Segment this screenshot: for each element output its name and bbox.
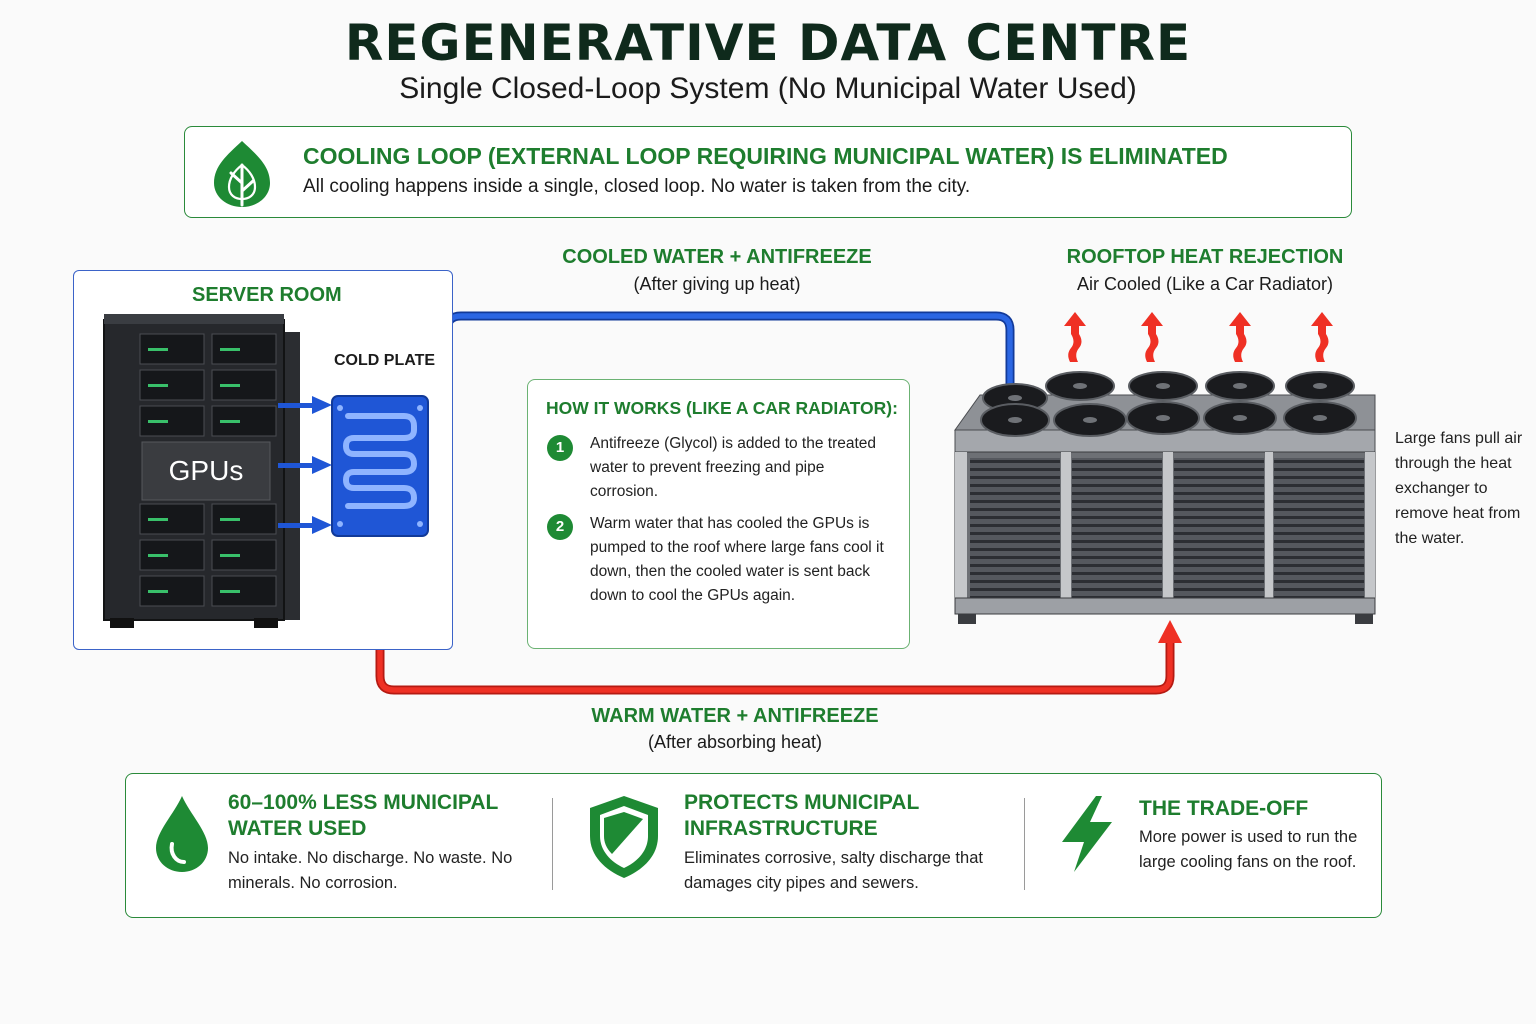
lightning-icon: [1062, 796, 1112, 872]
cold-plate-label: COLD PLATE: [334, 352, 436, 369]
step-1-text: Antifreeze (Glycol) is added to the trea…: [590, 435, 877, 500]
warm-pipe-arrowhead: [1158, 620, 1182, 643]
cool-loop-sublabel: (After giving up heat): [633, 274, 801, 294]
warm-pipe: [377, 640, 1173, 693]
benefits-panel: 60–100% LESS MUNICIPAL WATER USED No int…: [125, 773, 1382, 918]
heat-arrows: [1064, 312, 1333, 362]
warm-loop-sublabel: (After absorbing heat): [647, 732, 823, 752]
benefit-3-heading: THE TRADE-OFF: [1139, 797, 1309, 820]
divider: [552, 798, 553, 890]
step-1-number: 1: [547, 435, 573, 461]
step-2-number: 2: [547, 514, 573, 540]
how-it-works-panel: HOW IT WORKS (LIKE A CAR RADIATOR): 1 An…: [527, 379, 910, 649]
banner-heading: COOLING LOOP (EXTERNAL LOOP REQUIRING MU…: [303, 143, 1228, 169]
elimination-banner: COOLING LOOP (EXTERNAL LOOP REQUIRING MU…: [184, 126, 1352, 218]
shield-icon: [590, 796, 658, 878]
benefit-3-text: More power is used to run the large cool…: [1139, 828, 1358, 871]
page-title: REGENERATIVE DATA CENTRE: [344, 14, 1192, 72]
fan-note: Large fans pull air through the heat exc…: [1395, 430, 1523, 547]
page-subtitle: Single Closed-Loop System (No Municipal …: [399, 72, 1137, 105]
rooftop-heat-exchanger: [954, 312, 1376, 624]
benefit-2-text: Eliminates corrosive, salty discharge th…: [684, 849, 983, 892]
server-room-title: SERVER ROOM: [192, 284, 342, 306]
gpus-label: GPUs: [168, 455, 244, 486]
step-2-text: Warm water that has cooled the GPUs is p…: [590, 515, 884, 604]
water-drop-icon: [156, 796, 208, 872]
rooftop-subtitle: Air Cooled (Like a Car Radiator): [1076, 274, 1334, 294]
rooftop-title: ROOFTOP HEAT REJECTION: [1066, 246, 1344, 268]
cool-loop-label: COOLED WATER + ANTIFREEZE: [562, 246, 872, 268]
cold-plate: [278, 395, 429, 537]
benefit-2-heading: PROTECTS MUNICIPAL INFRASTRUCTURE: [684, 791, 919, 840]
benefit-1-text: No intake. No discharge. No waste. No mi…: [228, 849, 513, 892]
benefit-1-heading: 60–100% LESS MUNICIPAL WATER USED: [228, 791, 498, 840]
divider: [1024, 798, 1025, 890]
leaf-icon: [214, 141, 270, 207]
server-rack: [103, 314, 300, 628]
banner-text: All cooling happens inside a single, clo…: [303, 176, 971, 197]
flow-arrows: [278, 396, 332, 534]
how-it-works-title: HOW IT WORKS (LIKE A CAR RADIATOR):: [546, 398, 898, 418]
warm-loop-label: WARM WATER + ANTIFREEZE: [591, 705, 879, 727]
status-leds: [148, 348, 240, 593]
